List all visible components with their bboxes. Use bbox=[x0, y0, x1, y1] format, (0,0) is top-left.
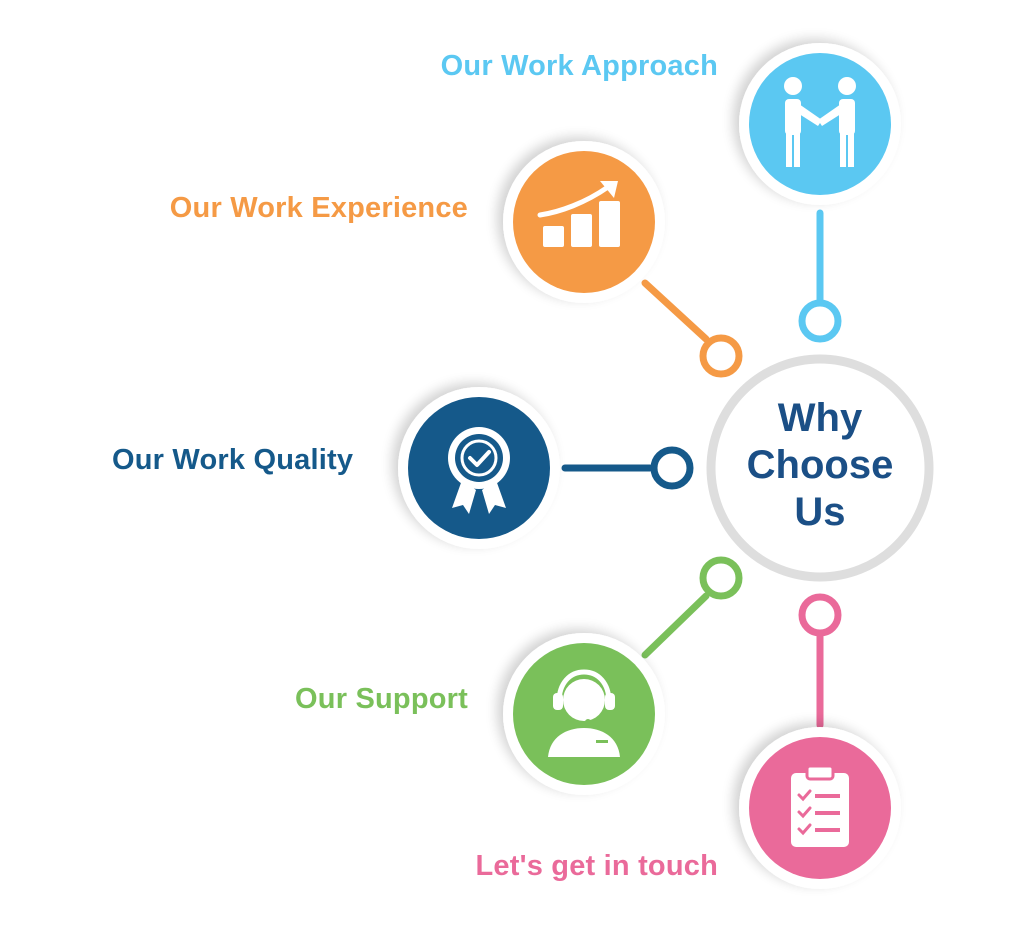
connector-experience bbox=[641, 279, 743, 378]
label-contact: Let's get in touch bbox=[475, 850, 718, 882]
center-title-line-2: Choose bbox=[746, 443, 894, 487]
center-title: Why Choose Us bbox=[720, 395, 920, 536]
headset-agent-icon bbox=[548, 669, 620, 757]
connector-quality bbox=[561, 446, 694, 490]
label-experience: Our Work Experience bbox=[169, 192, 468, 224]
label-support: Our Support bbox=[295, 683, 468, 715]
handshake-icon bbox=[784, 77, 856, 167]
node-support bbox=[503, 633, 665, 795]
growth-chart-icon bbox=[537, 181, 620, 247]
node-contact bbox=[739, 727, 901, 889]
node-approach bbox=[739, 43, 901, 205]
node-experience bbox=[503, 141, 665, 303]
quality-badge-icon bbox=[448, 427, 510, 514]
node-quality bbox=[398, 387, 560, 549]
label-quality: Our Work Quality bbox=[112, 444, 354, 476]
clipboard-checklist-icon bbox=[791, 764, 849, 847]
label-approach: Our Work Approach bbox=[440, 50, 718, 82]
connector-contact bbox=[798, 593, 842, 729]
center-title-line-3: Us bbox=[794, 490, 846, 534]
center-circle bbox=[706, 354, 934, 582]
connector-support bbox=[641, 556, 743, 659]
center-title-line-1: Why bbox=[777, 396, 863, 440]
connector-approach bbox=[798, 209, 842, 343]
